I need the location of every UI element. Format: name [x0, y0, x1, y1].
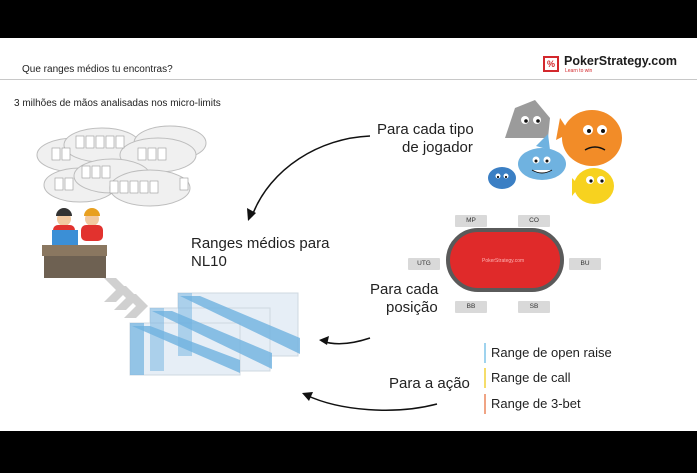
seat-bb: BB — [455, 301, 487, 313]
seat-sb: SB — [518, 301, 550, 313]
logo-percent-icon: % — [543, 56, 559, 72]
label-position-line1: Para cada — [370, 281, 439, 298]
player-avatars-icon — [42, 208, 107, 278]
cycle-arrows — [251, 135, 438, 411]
range-call: Range de call — [484, 368, 571, 388]
label-position-line2: posição — [386, 299, 438, 316]
label-player-type-line2: de jogador — [402, 139, 473, 156]
poker-shark-icon — [518, 134, 566, 180]
arrow-heads — [247, 208, 329, 401]
pokerstrategy-logo: % PokerStrategy.com Learn to win — [543, 54, 683, 76]
playing-cards-icon — [51, 135, 189, 194]
subtitle: 3 milhões de mãos analisadas nos micro-l… — [14, 98, 221, 109]
header-divider — [0, 79, 697, 80]
illustration-layer — [36, 100, 622, 411]
seat-utg: UTG — [408, 258, 440, 270]
label-ranges-line2: NL10 — [191, 253, 227, 270]
fast-forward-arrows-icon — [104, 278, 148, 318]
yellow-fish-icon — [572, 168, 614, 204]
poker-fish-icon — [556, 110, 622, 166]
label-ranges-line1: Ranges médios para — [191, 235, 330, 252]
poker-rock-icon — [505, 100, 550, 138]
poker-table — [446, 228, 564, 292]
seat-mp: MP — [455, 215, 487, 227]
seat-co: CO — [518, 215, 550, 227]
seat-bu: BU — [569, 258, 601, 270]
range-open-raise: Range de open raise — [484, 343, 612, 363]
range-grid-sheets — [129, 292, 300, 376]
logo-tagline: Learn to win — [565, 68, 593, 74]
logo-text: PokerStrategy.com — [564, 54, 678, 68]
slide: Que ranges médios tu encontras? % PokerS… — [0, 38, 697, 431]
slide-title: Que ranges médios tu encontras? — [22, 64, 173, 75]
label-action: Para a ação — [389, 375, 470, 392]
table-logo: PokerStrategy.com — [482, 258, 525, 264]
label-player-type-line1: Para cada tipo — [377, 121, 474, 138]
small-fish-icon — [488, 167, 516, 189]
range-3bet: Range de 3-bet — [484, 394, 581, 414]
